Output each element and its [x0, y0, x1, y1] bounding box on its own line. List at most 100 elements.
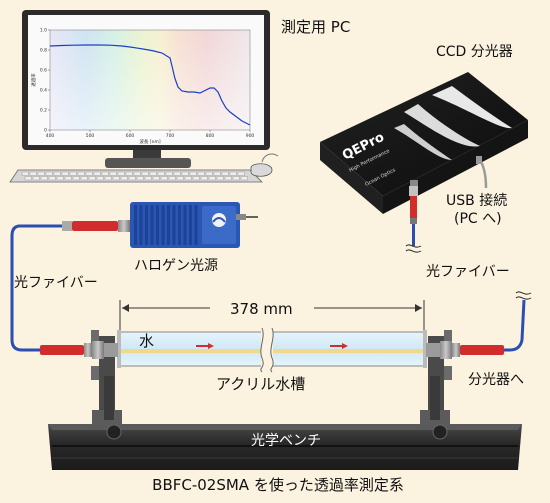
keyboard-key: [237, 171, 245, 176]
heat-sink-fin: [134, 205, 137, 245]
plot-area-glow: [50, 30, 250, 130]
keyboard-key: [192, 176, 200, 181]
heat-sink-fins: [134, 205, 198, 245]
heat-sink-fin: [139, 205, 143, 245]
keyboard-key: [112, 176, 120, 181]
halogen-switch: [236, 214, 246, 220]
keyboard-key: [72, 176, 80, 181]
x-tick-label: 600: [126, 133, 135, 139]
spectrometer-top: [320, 72, 528, 196]
heat-sink-fin: [156, 205, 159, 245]
heat-sink-fin: [167, 205, 170, 245]
fiber-right-label: 光ファイバー: [426, 264, 510, 280]
keyboard-key: [101, 171, 109, 176]
keyboard-key: [152, 176, 160, 181]
keyboard-key: [56, 176, 64, 181]
keyboard-key: [125, 171, 133, 176]
y-axis-label: 透過率: [30, 73, 37, 87]
keyboard-key: [80, 176, 88, 181]
x-tick-label: 800: [206, 133, 215, 139]
keyboard-key: [29, 171, 37, 176]
keyboard-key: [189, 171, 197, 176]
usb-cable: [478, 159, 488, 189]
keyboard-key: [165, 171, 173, 176]
spectrometer-port: [410, 180, 418, 186]
keyboard-key: [45, 171, 53, 176]
heat-sink-fin: [172, 205, 176, 245]
keyboard-key: [141, 171, 149, 176]
heat-sink-fin: [150, 205, 154, 245]
plot-frame: [49, 29, 251, 131]
spectrometer-label: CCD 分光器: [436, 44, 513, 60]
keyboard-key: [48, 176, 56, 181]
keyboard-key: [117, 171, 125, 176]
keyboard-key: [184, 176, 192, 181]
keyboard-key: [96, 176, 104, 181]
heat-sink-fin: [178, 205, 181, 245]
keyboard-key: [157, 171, 165, 176]
keyboard-key: [53, 171, 61, 176]
keyboard-key: [136, 176, 144, 181]
spectrometer-front: [320, 142, 383, 214]
keyboard-key: [205, 171, 213, 176]
keyboard-key: [224, 176, 232, 181]
keyboard-key: [85, 171, 93, 176]
keyboard-key: [221, 171, 229, 176]
transmittance-series-line: [49, 44, 251, 126]
length-dimension: [119, 300, 425, 330]
right-collimator: [426, 291, 532, 359]
keyboard-key: [181, 171, 189, 176]
keyboard-key: [24, 176, 32, 181]
keyboard-keys: [21, 171, 248, 181]
left-collimator: [40, 341, 118, 359]
halogen-logo: [212, 213, 226, 227]
optical-bench: [48, 424, 522, 470]
keyboard-key: [109, 171, 117, 176]
halogen-label: ハロゲン光源: [134, 258, 218, 274]
fiber-left-label: 光ファイバー: [14, 275, 98, 291]
keyboard-key: [232, 176, 240, 181]
keyboard: [9, 169, 263, 183]
keyboard-key: [173, 171, 181, 176]
usb-label-line2: (PC へ): [454, 211, 502, 227]
keyboard-key: [133, 171, 141, 176]
monitor-stand: [105, 158, 191, 168]
x-tick-label: 700: [166, 133, 175, 139]
heat-sink-fin: [194, 205, 198, 245]
keyboard-key: [37, 171, 45, 176]
keyboard-key: [197, 171, 205, 176]
keyboard-key: [168, 176, 176, 181]
x-tick-label: 400: [46, 133, 55, 139]
acrylic-water-tank: [117, 327, 427, 373]
y-tick-label: 0.6: [40, 68, 47, 74]
monitor-neck: [133, 150, 161, 160]
to-spectrometer-label: 分光器へ: [468, 372, 524, 388]
spectrometer-swoosh: [432, 86, 512, 129]
keyboard-key: [93, 171, 101, 176]
x-tick-label: 500: [86, 133, 95, 139]
spectrometer-side: [383, 120, 528, 214]
keyboard-key: [216, 176, 224, 181]
keyboard-key: [160, 176, 168, 181]
keyboard-key: [40, 176, 48, 181]
heat-sink-fin: [145, 205, 148, 245]
keyboard-key: [64, 176, 72, 181]
heat-sink-fin: [161, 205, 165, 245]
keyboard-key: [77, 171, 85, 176]
ccd-spectrometer: QEPro High Performance Ocean Optics: [320, 72, 528, 214]
keyboard-key: [88, 176, 96, 181]
y-tick-label: 0.8: [40, 48, 47, 54]
keyboard-key: [213, 171, 221, 176]
heat-sink-fin: [183, 205, 187, 245]
usb-label-line1: USB 接続: [446, 192, 507, 209]
bench-label: 光学ベンチ: [251, 433, 321, 449]
spectrometer-fiber: [405, 186, 422, 253]
keyboard-key: [240, 176, 248, 181]
keyboard-key: [208, 176, 216, 181]
keyboard-key: [149, 171, 157, 176]
tank-label: アクリル水槽: [216, 375, 305, 393]
keyboard-key: [21, 171, 29, 176]
